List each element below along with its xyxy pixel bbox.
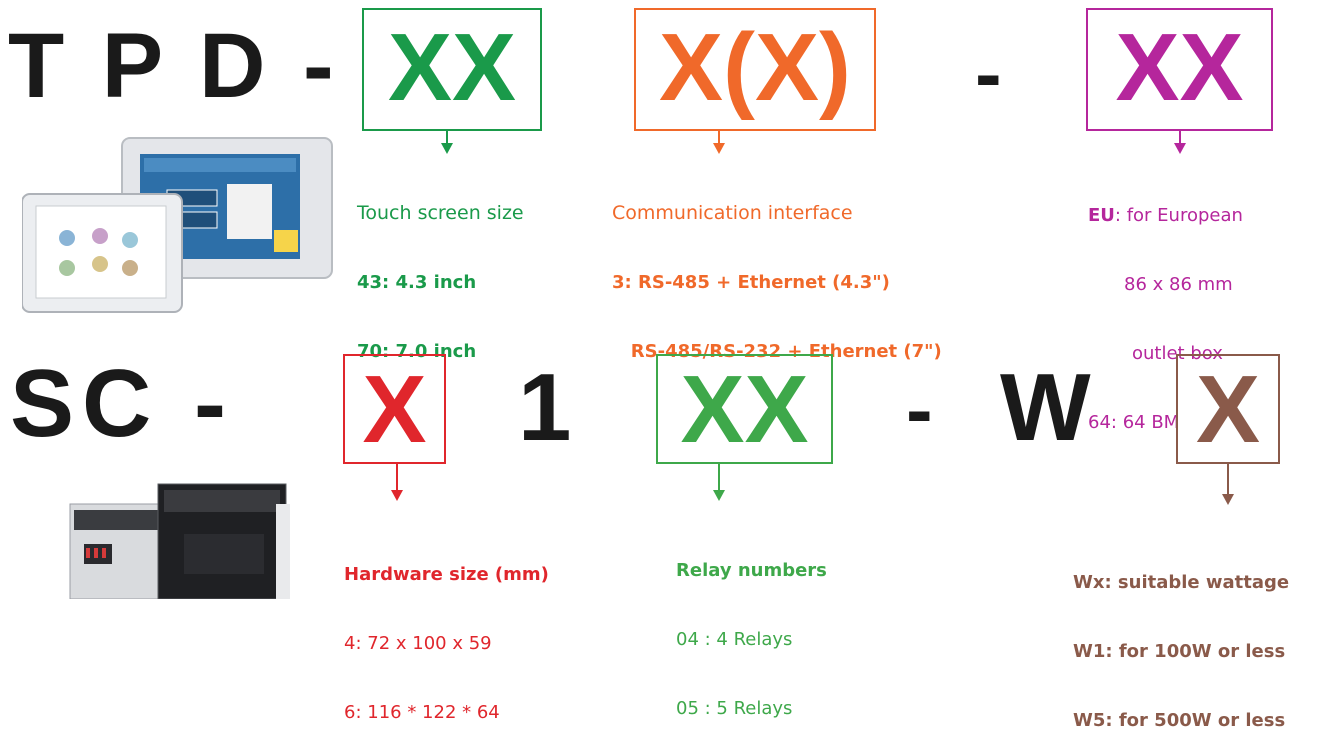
sc-hardware-size-code: X bbox=[362, 356, 427, 463]
desc-line: 04 : 4 Relays bbox=[676, 629, 793, 650]
desc-line: 43: 4.3 inch bbox=[357, 272, 477, 293]
sc-relay-box bbox=[656, 354, 833, 464]
tpd-interface-box bbox=[634, 8, 876, 131]
desc-line: outlet box bbox=[1132, 343, 1223, 364]
sc-prefix: SC - bbox=[10, 350, 234, 457]
desc-title: Hardware size (mm) bbox=[344, 564, 549, 585]
sc-relay-desc: Relay numbers 04 : 4 Relays 05 : 5 Relay… bbox=[676, 513, 827, 743]
desc-line: 6: 116 * 122 * 64 bbox=[344, 702, 500, 723]
desc-title-code: EU bbox=[1088, 205, 1115, 226]
tpd-prefix: T P D - bbox=[8, 15, 340, 117]
sc-relay-code: XX bbox=[680, 356, 809, 463]
desc-line: 3: RS-485 + Ethernet (4.3") bbox=[612, 272, 890, 293]
sc-wattage-box bbox=[1176, 354, 1280, 464]
arrow-down-icon bbox=[391, 490, 403, 501]
arrow-line bbox=[1227, 464, 1229, 496]
tpd-region-box bbox=[1086, 8, 1273, 131]
desc-title: Touch screen size bbox=[357, 202, 524, 224]
tpd-interface-code: X(X) bbox=[659, 14, 851, 121]
tpd-screen-size-code: XX bbox=[387, 14, 517, 121]
desc-title: : for European bbox=[1114, 205, 1243, 226]
tpd-interface-desc: Communication interface 3: RS-485 + Ethe… bbox=[612, 156, 942, 386]
desc-line: 05 : 5 Relays bbox=[676, 698, 793, 719]
desc-line: 4: 72 x 100 x 59 bbox=[344, 633, 492, 654]
tpd-touch-panel-image bbox=[21, 132, 337, 324]
arrow-line bbox=[446, 131, 448, 145]
sc-dash: - bbox=[906, 365, 933, 454]
sc-hardware-size-desc: Hardware size (mm) 4: 72 x 100 x 59 6: 1… bbox=[344, 517, 549, 747]
tpd-dash: - bbox=[975, 29, 1002, 118]
desc-line: RS-485/RS-232 + Ethernet (7") bbox=[612, 341, 942, 362]
desc-line: Wx: suitable wattage bbox=[1073, 572, 1290, 593]
sc-w-letter: W bbox=[1000, 354, 1091, 461]
tpd-screen-size-desc: Touch screen size 43: 4.3 inch 70: 7.0 i… bbox=[357, 156, 524, 386]
desc-line: W1: for 100W or less bbox=[1073, 641, 1286, 662]
desc-line: 64: 64 BM bbox=[1088, 412, 1180, 433]
arrow-down-icon bbox=[1174, 143, 1186, 154]
arrow-down-icon bbox=[1222, 494, 1234, 505]
desc-title: Relay numbers bbox=[676, 560, 827, 581]
sc-wattage-code: X bbox=[1195, 356, 1261, 463]
arrow-down-icon bbox=[441, 143, 453, 154]
arrow-line bbox=[718, 464, 720, 492]
sc-controller-image bbox=[64, 474, 294, 600]
sc-hardware-size-box bbox=[343, 354, 446, 464]
tpd-region-desc: EU: for European 86 x 86 mm outlet box 6… bbox=[1088, 158, 1243, 457]
arrow-line bbox=[1179, 131, 1181, 145]
desc-line: W5: for 500W or less bbox=[1073, 710, 1286, 731]
desc-line: 86 x 86 mm bbox=[1124, 274, 1233, 295]
arrow-down-icon bbox=[713, 490, 725, 501]
tpd-screen-size-box bbox=[362, 8, 542, 131]
sc-digit-one: 1 bbox=[518, 354, 572, 461]
arrow-down-icon bbox=[713, 143, 725, 154]
sc-wattage-desc: Wx: suitable wattage W1: for 100W or les… bbox=[1073, 525, 1289, 755]
tpd-region-code: XX bbox=[1115, 14, 1244, 121]
desc-title: Communication interface bbox=[612, 202, 853, 224]
arrow-line bbox=[396, 464, 398, 492]
arrow-line bbox=[718, 131, 720, 145]
